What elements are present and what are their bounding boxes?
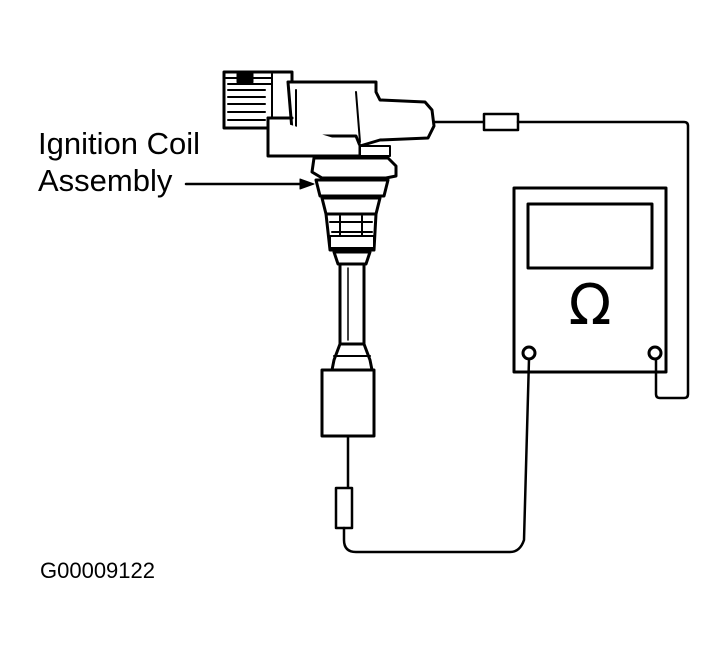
test-lead-coil — [432, 112, 690, 400]
ohmmeter — [512, 186, 668, 374]
meter-display — [526, 202, 654, 270]
callout-label-line2: Assembly — [38, 163, 173, 198]
meter-terminal-right — [647, 345, 663, 361]
callout-label-line1: Ignition Coil — [38, 126, 200, 161]
figure-id: G00009122 — [40, 558, 155, 583]
coil-connector — [222, 70, 294, 130]
ignition-coil-assembly — [222, 70, 436, 438]
callout-arrow — [184, 178, 315, 190]
test-lead-plug — [334, 357, 531, 554]
meter-terminal-left — [521, 345, 537, 361]
ohm-symbol-icon: Ω — [568, 273, 612, 338]
